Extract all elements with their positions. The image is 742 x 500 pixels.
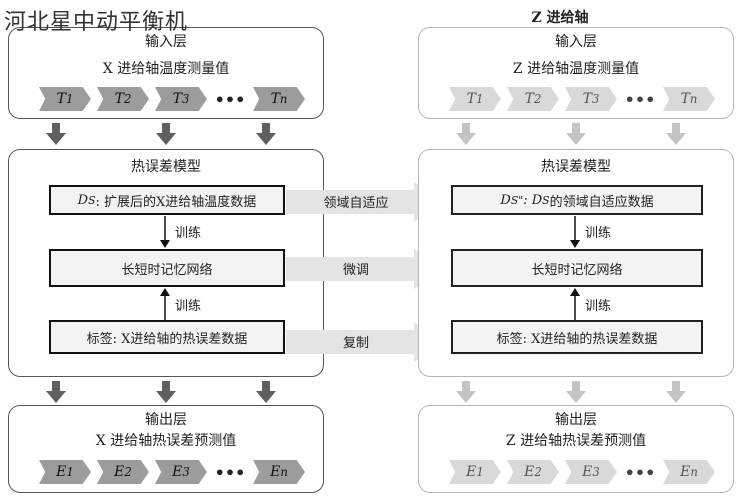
down-arrow-icon — [156, 123, 176, 145]
down-arrow-icon — [156, 381, 176, 403]
ellipsis: ••• — [214, 462, 246, 482]
copy-arrow-icon — [286, 322, 448, 362]
train-up-arrow-icon — [160, 288, 170, 320]
left-input-subtitle: X 进给轴温度测量值 — [102, 61, 230, 77]
down-arrow-icon — [46, 381, 66, 403]
left-output-title: 输出层 — [145, 412, 187, 428]
label-data-box: 标签: X进给轴的热误差数据 — [451, 320, 703, 354]
finetune-arrow-icon — [286, 249, 448, 289]
right-output-title: 输出层 — [555, 412, 597, 428]
right-input-subtitle: Z 进给轴温度测量值 — [512, 61, 640, 77]
down-arrow-icon — [566, 381, 586, 403]
right-output-subtitle: Z 进给轴热误差预测值 — [505, 433, 647, 449]
train-up-arrow-icon — [570, 288, 580, 320]
train-label: 训练 — [175, 226, 202, 241]
train-label: 训练 — [175, 299, 202, 314]
down-arrow-icon — [256, 123, 276, 145]
down-arrow-icon — [566, 123, 586, 145]
domain-adapt-arrow-icon — [286, 182, 448, 222]
label-data-box: 标签: X进给轴的热误差数据 — [49, 320, 285, 354]
ellipsis: ••• — [214, 89, 246, 109]
ellipsis: ••• — [624, 462, 656, 482]
domain-adapt-label: 领域自适应 — [323, 196, 389, 211]
finetune-label: 微调 — [342, 263, 369, 278]
train-label: 训练 — [585, 299, 612, 314]
right-column-title: Z 进给轴 — [531, 10, 589, 26]
watermark: 河北星中动平衡机 — [4, 10, 189, 35]
right-input-title: 输入层 — [555, 34, 597, 50]
down-arrow-icon — [666, 381, 686, 403]
left-output-subtitle: X 进给轴热误差预测值 — [95, 433, 237, 449]
copy-label: 复制 — [342, 336, 369, 351]
lstm-box: 长短时记忆网络 — [451, 249, 703, 287]
left-input-title: 输入层 — [145, 34, 187, 50]
train-down-arrow-icon — [570, 216, 580, 248]
down-arrow-icon — [666, 123, 686, 145]
down-arrow-icon — [256, 381, 276, 403]
down-arrow-icon — [456, 381, 476, 403]
down-arrow-icon — [46, 123, 66, 145]
ellipsis: ••• — [624, 89, 656, 109]
lstm-box: 长短时记忆网络 — [49, 249, 285, 287]
train-label: 训练 — [585, 226, 612, 241]
train-down-arrow-icon — [160, 216, 170, 248]
left-model-title: 热误差模型 — [131, 159, 201, 175]
right-model-title: 热误差模型 — [541, 159, 611, 175]
down-arrow-icon — [456, 123, 476, 145]
